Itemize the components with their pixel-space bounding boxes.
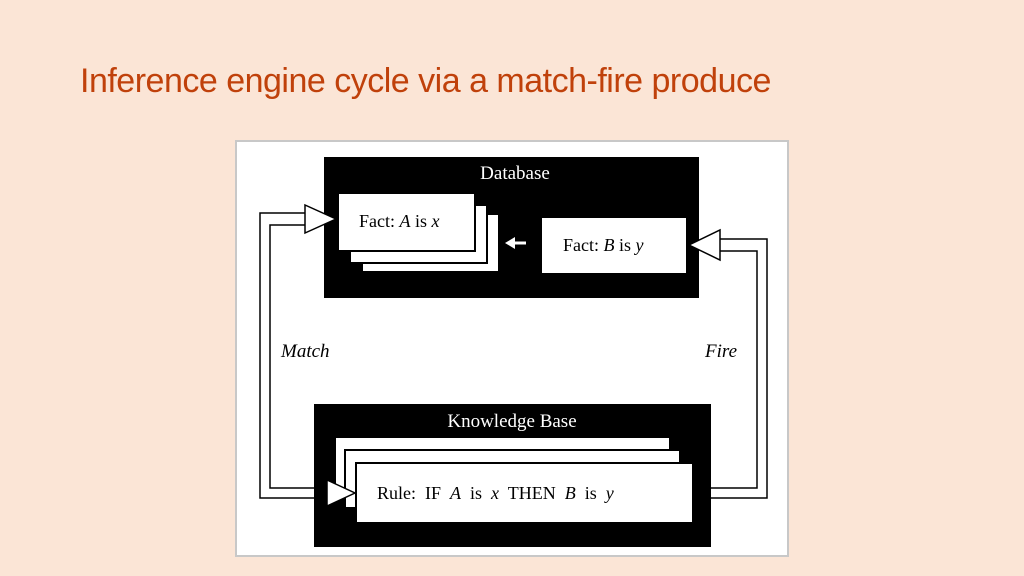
fire-loop-arrow <box>687 228 768 499</box>
rule-card <box>355 462 694 524</box>
rule-text: Rule: IF A is x THEN B is y <box>377 483 614 503</box>
fact-b-to-a-arrow <box>505 237 526 249</box>
inference-cycle-diagram: Database Fact: A is x Fact: B is y Knowl… <box>235 140 789 557</box>
knowledge-base-label: Knowledge Base <box>447 411 576 432</box>
match-label: Match <box>280 341 330 362</box>
fact-b-text: Fact: B is y <box>563 235 644 255</box>
fact-a-text: Fact: A is x <box>359 211 440 231</box>
match-loop-arrow <box>259 203 357 508</box>
fact-b-card <box>540 216 688 275</box>
slide-title: Inference engine cycle via a match-fire … <box>80 62 771 100</box>
fire-label: Fire <box>704 341 737 362</box>
database-label: Database <box>480 163 550 184</box>
fact-a-card <box>337 192 476 252</box>
